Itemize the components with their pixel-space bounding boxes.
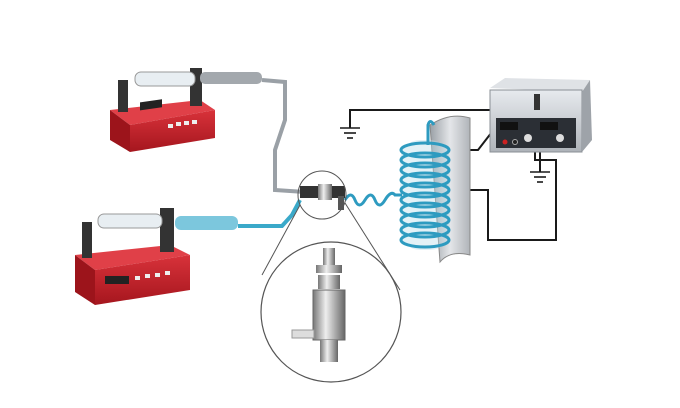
- syringe-pump-1: [110, 68, 262, 152]
- ground-symbol-left: [340, 127, 360, 139]
- gray-tube: [261, 78, 306, 194]
- coiled-tubing: [343, 120, 451, 250]
- nozzle-closeup: [291, 248, 346, 362]
- ground-symbol-right: [530, 171, 550, 183]
- magnifier-source-circle: [297, 170, 347, 220]
- high-voltage-power-supply: [489, 78, 592, 153]
- coaxial-connector: [300, 184, 345, 210]
- syringe-pump-2: [75, 208, 238, 305]
- blue-tube: [238, 199, 302, 228]
